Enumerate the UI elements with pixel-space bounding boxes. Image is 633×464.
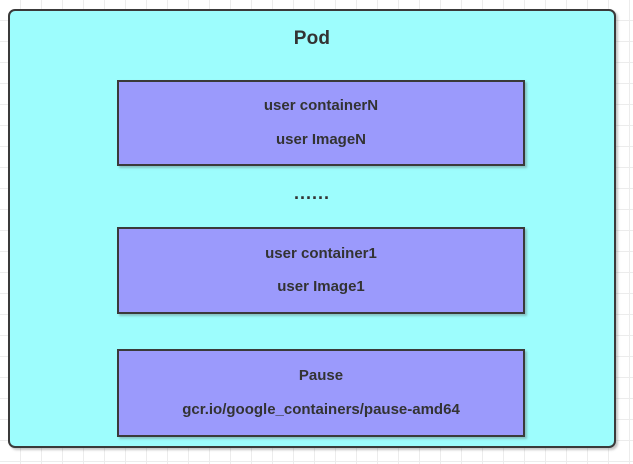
pod-container[interactable]: Pod user containerN user ImageN ...... u… [8,9,616,448]
container-name-pause: Pause [298,367,344,384]
ellipsis-indicator: ...... [293,183,330,203]
container-box-pause[interactable]: Pause gcr.io/google_containers/pause-amd… [117,349,525,437]
pod-title: Pod [293,28,331,49]
container-name-user-containerN: user containerN [263,97,379,114]
container-name-user-container1: user container1 [265,244,377,262]
container-box-user-containerN[interactable]: user containerN user ImageN [117,80,525,166]
container-image-user-container1: user Image1 [277,278,365,295]
container-image-user-containerN: user ImageN [275,130,367,148]
container-image-pause: gcr.io/google_containers/pause-amd64 [182,400,460,418]
container-box-user-container1[interactable]: user container1 user Image1 [117,227,525,314]
